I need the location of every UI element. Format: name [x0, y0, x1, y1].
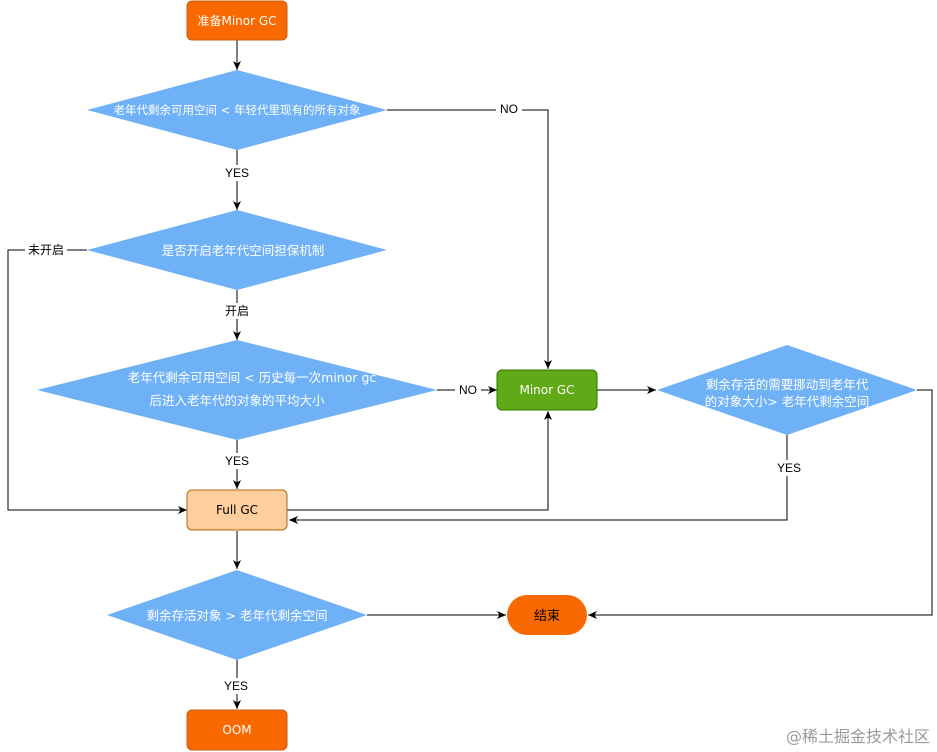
node-oom: OOM — [186, 709, 288, 751]
node-cond-final-label: 剩余存活对象 > 老年代剩余空间 — [147, 608, 328, 623]
node-start: 准备Minor GC — [186, 0, 288, 41]
node-cond-survivor-label-1: 剩余存活的需要挪动到老年代 — [706, 377, 869, 392]
node-minor-gc-label: Minor GC — [519, 383, 574, 397]
watermark: @稀土掘金技术社区 — [786, 727, 930, 746]
label-yes-3: YES — [777, 461, 801, 475]
edge-full-gc-to-minor-gc — [287, 411, 552, 511]
edge-labels: NO YES 未开启 开启 NO YES YES YES — [25, 101, 805, 694]
node-start-label: 准备Minor GC — [197, 14, 276, 28]
label-no-1: NO — [500, 102, 518, 116]
label-yes-1: YES — [225, 166, 249, 180]
node-oom-label: OOM — [222, 723, 251, 737]
node-cond-space: 老年代剩余可用空间 < 年轻代里现有的所有对象 — [87, 70, 387, 150]
node-cond-guarantee-label: 是否开启老年代空间担保机制 — [162, 243, 325, 258]
edge-space-no-to-minor-gc — [387, 109, 552, 369]
node-cond-history-label-2: 后进入老年代的对象的平均大小 — [149, 393, 325, 408]
node-cond-final: 剩余存活对象 > 老年代剩余空间 — [107, 570, 367, 660]
label-yes-2: YES — [225, 454, 249, 468]
label-no-2: NO — [459, 383, 477, 397]
label-enabled: 开启 — [225, 304, 249, 318]
node-end-label: 结束 — [534, 609, 560, 624]
node-cond-history-label-1: 老年代剩余可用空间 < 历史每一次minor gc — [128, 370, 377, 385]
node-cond-space-label: 老年代剩余可用空间 < 年轻代里现有的所有对象 — [114, 103, 361, 117]
edge-survivor-yes-to-full-gc — [289, 435, 788, 524]
node-minor-gc: Minor GC — [496, 369, 598, 411]
label-yes-4: YES — [224, 679, 248, 693]
label-not-enabled: 未开启 — [28, 243, 64, 257]
edge-survivor-no-to-end — [588, 389, 933, 619]
node-cond-guarantee: 是否开启老年代空间担保机制 — [87, 210, 387, 290]
node-full-gc: Full GC — [186, 489, 288, 531]
node-full-gc-label: Full GC — [216, 503, 258, 517]
node-cond-survivor: 剩余存活的需要挪动到老年代 的对象大小> 老年代剩余空间 — [657, 345, 917, 435]
node-end: 结束 — [507, 595, 587, 635]
node-cond-survivor-label-2: 的对象大小> 老年代剩余空间 — [705, 394, 869, 409]
node-cond-history: 老年代剩余可用空间 < 历史每一次minor gc 后进入老年代的对象的平均大小 — [37, 340, 437, 440]
